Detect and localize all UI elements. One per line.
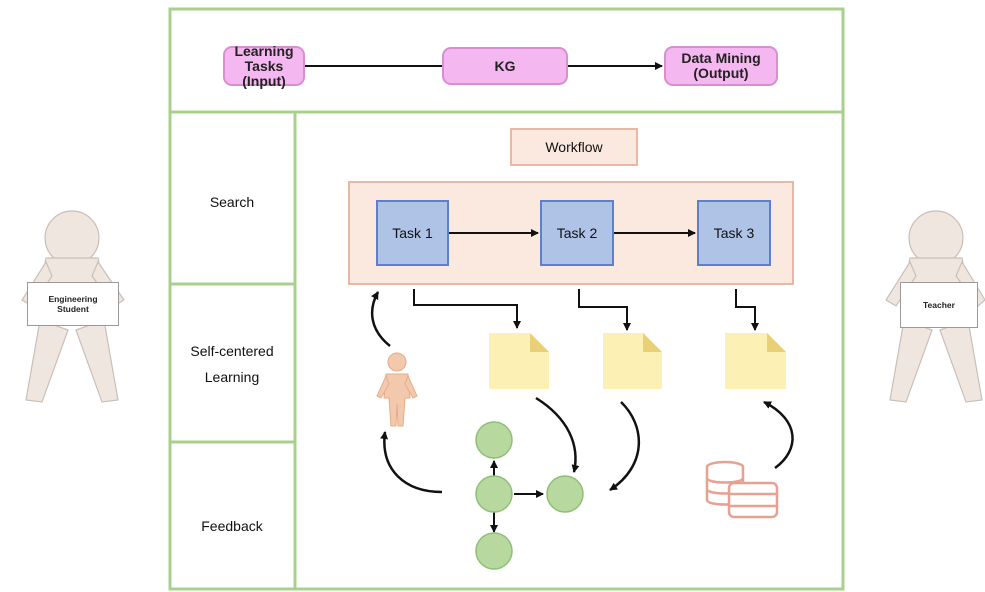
teacher-sign: Teacher: [900, 282, 978, 328]
database-icon: [705, 460, 779, 519]
flow-curved-arrows: [380, 396, 794, 494]
workflow-title: Workflow: [510, 128, 638, 166]
graph-node-icon: [475, 421, 584, 570]
task-2: Task 2: [540, 200, 614, 266]
data-mining-output-box: Data Mining (Output): [664, 46, 778, 86]
person-icon: [376, 352, 418, 427]
learning-tasks-input-box: Learning Tasks (Input): [223, 43, 305, 88]
task-3: Task 3: [697, 200, 771, 266]
section-search: Search: [209, 194, 255, 210]
task-1: Task 1: [376, 200, 449, 266]
document-icon: [489, 333, 549, 389]
section-self-centered-learning: Self-centered Learning: [190, 343, 274, 385]
engineering-student-sign: Engineering Student: [27, 282, 119, 326]
diagram-frame: [168, 7, 845, 591]
document-icon: [603, 333, 662, 389]
graph-edges: [490, 460, 544, 533]
kg-box: KG: [442, 47, 568, 85]
section-feedback: Feedback: [201, 518, 263, 534]
task-to-doc-arrows: [413, 289, 759, 331]
person-to-task-arrow: [370, 291, 391, 347]
document-icon: [725, 333, 786, 389]
